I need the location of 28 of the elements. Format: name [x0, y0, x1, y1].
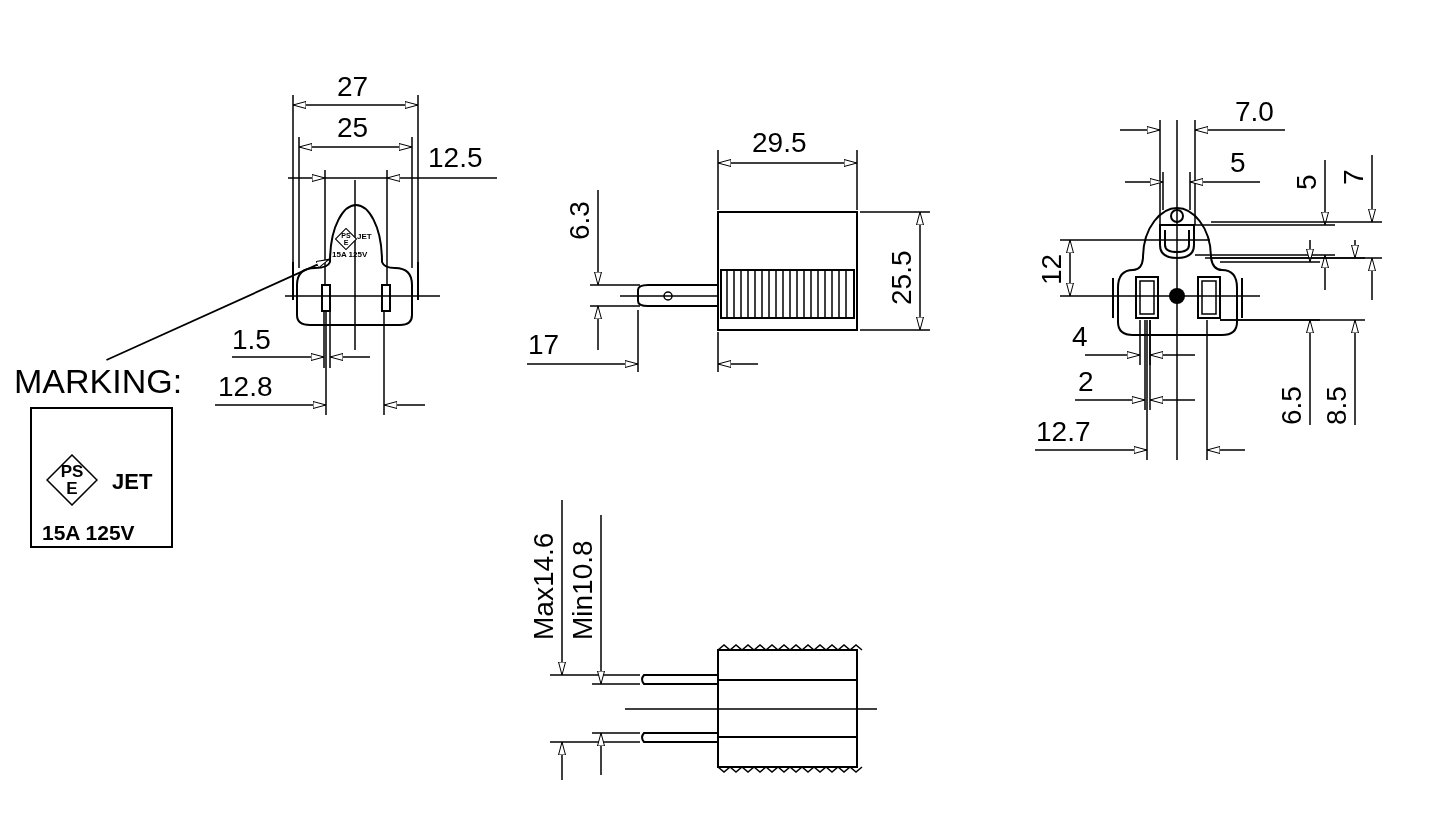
marking-text: 15A 125V: [42, 521, 135, 545]
dimension-value: Max14.6: [529, 532, 559, 640]
dimension-value: 29.5: [752, 128, 807, 158]
marking-box: [30, 407, 173, 548]
dimension-value: Min10.8: [568, 540, 598, 640]
dimension-value: 7: [1339, 169, 1369, 185]
dimension-value: 4: [1072, 322, 1088, 352]
dimension-value: 6.5: [1277, 386, 1307, 425]
dimension-value: 12.8: [218, 372, 273, 402]
dimension-value: 5: [1292, 174, 1322, 190]
dimension-value: 1.5: [232, 325, 271, 355]
marking-text: JET: [112, 469, 153, 495]
dimension-value: 25: [337, 113, 369, 143]
dimension-value: 17: [528, 330, 560, 360]
dimension-value: 6.3: [565, 201, 595, 240]
dimension-value: 7.0: [1235, 97, 1274, 127]
dimension-value: 12.7: [1036, 417, 1091, 447]
dimension-value: 12.5: [428, 143, 483, 173]
marking-heading: MARKING:: [14, 362, 183, 400]
dimension-value: 2: [1078, 367, 1094, 397]
dimension-value: 8.5: [1322, 386, 1352, 425]
dimension-value: 12: [1037, 253, 1067, 285]
certification-mark: PS E: [46, 454, 98, 506]
dimension-value: 27: [337, 72, 369, 102]
dimension-value: 5: [1230, 148, 1246, 178]
leader-line: [105, 258, 330, 361]
marking-text: JET: [357, 233, 372, 241]
dimension-value: 25.5: [887, 250, 917, 305]
